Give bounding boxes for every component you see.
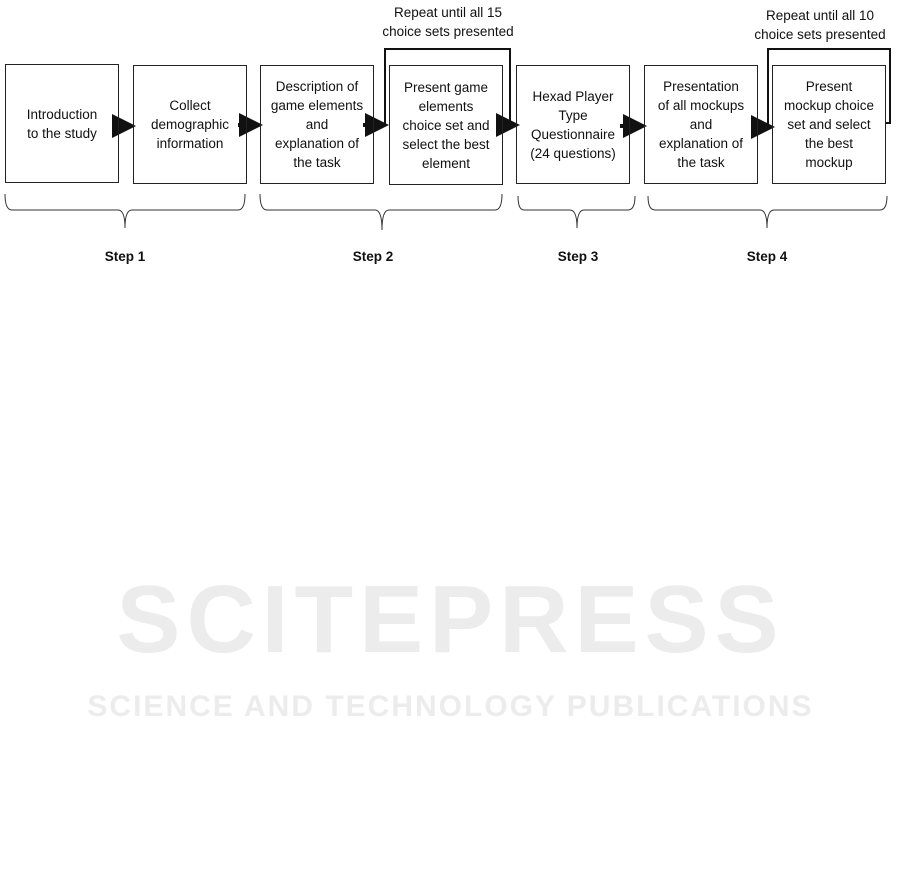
box-present-mockups: Presentation of all mockups and explanat… <box>644 65 758 184</box>
loop-note-step2: Repeat until all 15 choice sets presente… <box>382 5 514 39</box>
loop-step4 <box>767 48 891 127</box>
brace-step4 <box>647 195 888 229</box>
box-mockup-choice: Present mockup choice set and select the… <box>772 65 886 184</box>
step-3-label: Step 3 <box>557 249 599 264</box>
step-2-label: Step 2 <box>352 249 394 264</box>
box-describe-game-elements: Description of game elements and explana… <box>260 65 374 184</box>
watermark-title: SCITEPRESS <box>116 566 785 673</box>
brace-step3 <box>517 195 636 229</box>
step-4-label: Step 4 <box>746 249 788 264</box>
brace-step2 <box>259 193 503 231</box>
brace-step1 <box>4 193 246 229</box>
box-present-game-elements: Present game elements choice set and sel… <box>389 65 503 185</box>
loop-step2 <box>384 48 511 124</box>
box-introduction: Introduction to the study <box>5 64 119 183</box>
connectors <box>4 48 891 231</box>
step-1-label: Step 1 <box>104 249 146 264</box>
loop-note-step4: Repeat until all 10 choice sets presente… <box>754 8 886 42</box>
watermark-subtitle: SCIENCE AND TECHNOLOGY PUBLICATIONS <box>87 690 814 723</box>
box-collect-demographics: Collect demographic information <box>133 65 247 184</box>
box-hexad-questionnaire: Hexad Player Type Questionnaire (24 ques… <box>516 65 630 184</box>
